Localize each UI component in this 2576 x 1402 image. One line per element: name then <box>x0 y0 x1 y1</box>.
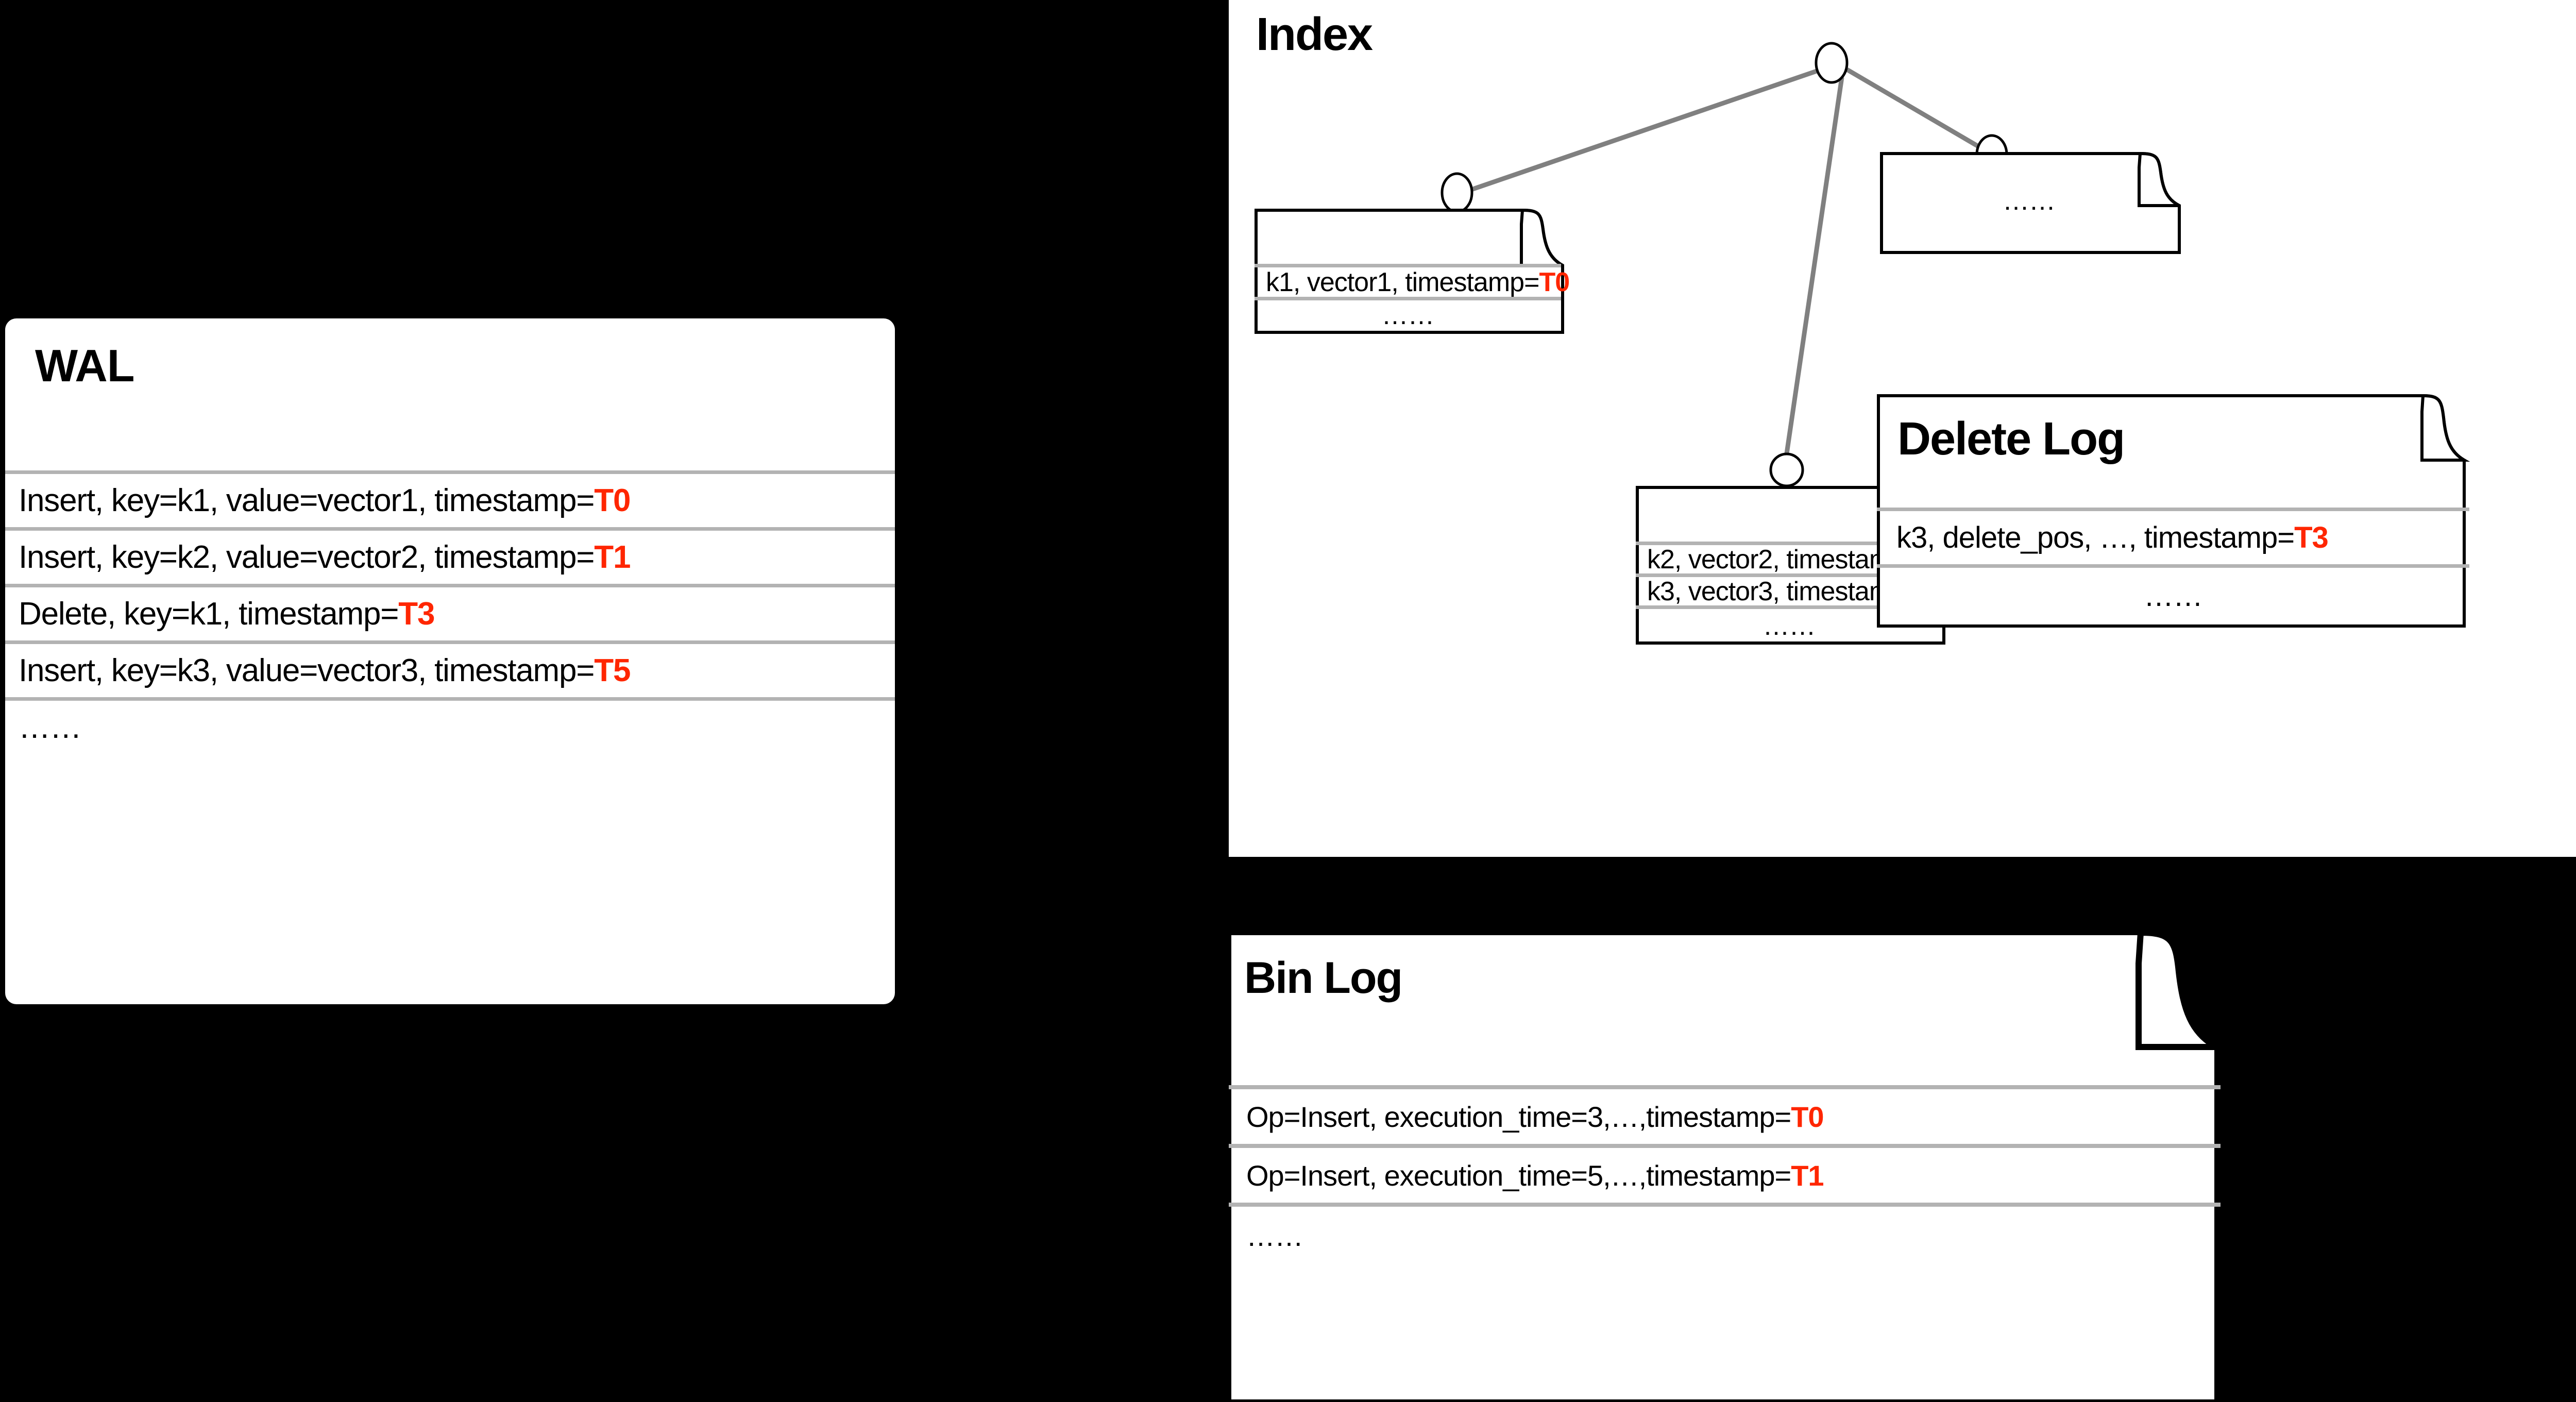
wal-row-text: Insert, key=k1, value=vector1, timestamp… <box>19 483 631 518</box>
wal-row-text: Insert, key=k2, value=vector2, timestamp… <box>19 539 631 575</box>
timestamp-badge: T3 <box>2294 521 2329 554</box>
timestamp-badge: T3 <box>398 596 435 632</box>
document-shape <box>1880 151 2181 254</box>
delete-log-row: k3, delete_pos, …, timestamp=T3 <box>1877 508 2469 564</box>
root-node-icon <box>1815 42 1849 84</box>
timestamp-badge: T0 <box>594 483 631 518</box>
segment-row: k1, vector1, timestamp=T0 <box>1255 264 1570 297</box>
bin-log-title: Bin Log <box>1244 953 1403 1003</box>
wal-row-ellipsis: …… <box>19 710 82 745</box>
timestamp-badge: T1 <box>1791 1159 1824 1192</box>
segment-row: …… <box>1255 297 1561 330</box>
bin-log-row: …… <box>1229 1203 2221 1264</box>
tree-edge-root-left <box>1467 63 1833 193</box>
document-shape <box>1229 933 2219 1402</box>
segment-row-ellipsis: …… <box>1381 300 1435 330</box>
middle-child-node-icon <box>1769 452 1804 487</box>
segment-row-text: k1, vector1, timestamp=T0 <box>1266 267 1570 297</box>
tree-edge-root-middle <box>1784 77 1844 454</box>
timestamp-badge: T0 <box>1791 1100 1824 1133</box>
index-panel: Index k1, vector1, timestamp=T0 …… <box>1229 0 2576 857</box>
segment-row: k3, vector3, timestamp=T5 <box>1636 573 1951 606</box>
bin-log-row: Op=Insert, execution_time=5,…,timestamp=… <box>1229 1144 2221 1203</box>
left-child-node-icon <box>1440 172 1473 213</box>
segment-row: …… <box>1880 183 2178 219</box>
wal-title: WAL <box>35 340 135 391</box>
wal-row-text: Delete, key=k1, timestamp=T3 <box>19 596 435 632</box>
bin-log-row-ellipsis: …… <box>1246 1219 1303 1252</box>
delete-log-row-text: k3, delete_pos, …, timestamp=T3 <box>1896 521 2329 554</box>
tree-edge-root-right <box>1845 67 1985 151</box>
wal-row: Insert, key=k1, value=vector1, timestamp… <box>5 470 895 527</box>
wal-row: Delete, key=k1, timestamp=T3 <box>5 584 895 640</box>
delete-log-card: Delete Log k3, delete_pos, …, timestamp=… <box>1877 394 2470 628</box>
wal-row: …… <box>5 697 895 754</box>
index-segment-right: …… <box>1880 151 2181 254</box>
timestamp-badge: T0 <box>1539 267 1570 297</box>
delete-log-row: …… <box>1877 564 2469 623</box>
segment-row-ellipsis: …… <box>2003 186 2056 216</box>
timestamp-badge: T5 <box>594 653 631 688</box>
delete-log-title: Delete Log <box>1897 413 2125 465</box>
segment-row-ellipsis: …… <box>1762 611 1816 641</box>
timestamp-badge: T1 <box>594 539 631 575</box>
delete-log-row-ellipsis: …… <box>2144 579 2203 613</box>
document-shape <box>1255 208 1564 334</box>
bin-log-row: Op=Insert, execution_time=3,…,timestamp=… <box>1229 1085 2221 1144</box>
index-segment-left: k1, vector1, timestamp=T0 …… <box>1255 208 1570 334</box>
wal-panel: WAL Insert, key=k1, value=vector1, times… <box>5 318 895 1004</box>
wal-row-text: Insert, key=k3, value=vector3, timestamp… <box>19 653 631 688</box>
wal-row: Insert, key=k3, value=vector3, timestamp… <box>5 640 895 697</box>
bin-log-row-text: Op=Insert, execution_time=5,…,timestamp=… <box>1246 1159 1824 1192</box>
segment-row: …… <box>1636 605 1942 643</box>
wal-row: Insert, key=k2, value=vector2, timestamp… <box>5 527 895 584</box>
index-title: Index <box>1256 9 1373 60</box>
bin-log-row-text: Op=Insert, execution_time=3,…,timestamp=… <box>1246 1100 1824 1133</box>
bin-log-panel: Bin Log Op=Insert, execution_time=3,…,ti… <box>1229 933 2221 1402</box>
